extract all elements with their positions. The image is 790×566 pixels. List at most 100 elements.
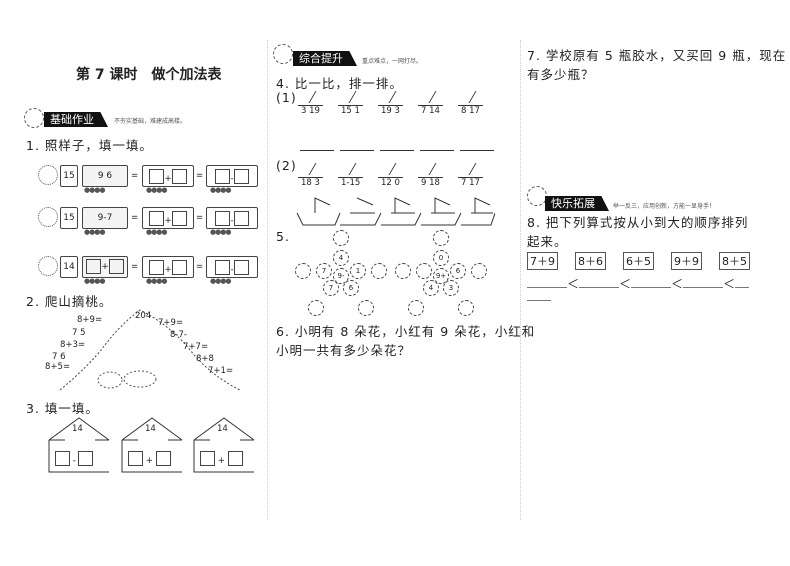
house-number: 14 (217, 424, 228, 434)
answer-blank[interactable] (683, 287, 724, 288)
answer-line[interactable] (420, 150, 454, 151)
answer-box[interactable] (149, 169, 165, 184)
engine-icon (38, 207, 58, 227)
answer-circle[interactable] (408, 300, 424, 316)
answer-blank[interactable] (527, 287, 567, 288)
mountain-illustration (59, 309, 240, 391)
question-7-line-2: 有多少瓶？ (527, 67, 595, 82)
engine-number: 15 (60, 165, 78, 187)
mascot-icon (24, 108, 44, 128)
part-2-label: (2) (276, 158, 297, 173)
answer-circle[interactable] (458, 300, 474, 316)
train-row: 15 9-7 = + = - ●●●●●●●●●●●● (36, 205, 266, 236)
climb-right-2: 8-7- (170, 330, 187, 340)
comparison-number-pair: 8 17 (458, 105, 483, 116)
answer-box[interactable] (155, 451, 171, 466)
number-circle: 4 (423, 280, 439, 296)
answer-blank[interactable] (631, 287, 672, 288)
peak-label: 204 (135, 311, 152, 321)
question-1: 1. 照样子，填一填。 (26, 138, 153, 153)
answer-box[interactable] (233, 169, 249, 184)
question-6-line-1: 6. 小明有 8 朵花，小红有 9 朵花，小红和 (276, 324, 536, 339)
comparison-number-pair: 1-15 (338, 177, 364, 188)
comparison-number-pair: 9 18 (418, 177, 443, 188)
answer-circle[interactable] (308, 300, 324, 316)
answer-circle[interactable] (471, 263, 487, 279)
equals: = (196, 213, 204, 223)
answer-box[interactable] (171, 169, 187, 184)
answer-circle[interactable] (395, 263, 411, 279)
section-motto: 举一反三，应用创新，方能一显身手！ (613, 203, 716, 210)
answer-line[interactable] (380, 150, 414, 151)
question-3: 3. 填一填。 (26, 401, 99, 416)
number-circle (416, 263, 432, 279)
answer-box[interactable] (215, 169, 231, 184)
section-header-basic: 基础作业 (44, 112, 108, 127)
equals: = (131, 262, 139, 272)
section-motto: 重点难点，一网打尽。 (362, 58, 423, 65)
question-8-line-1: 8. 把下列算式按从小到大的顺序排列 (527, 215, 749, 230)
question-5: 5. (276, 229, 290, 244)
page-title: 第 7 课时 做个加法表 (76, 67, 222, 83)
number-circle: 6 (450, 263, 466, 279)
column-divider (520, 40, 521, 520)
answer-circle[interactable] (295, 263, 311, 279)
equals: = (131, 213, 139, 223)
house-equation: + (128, 448, 171, 467)
answer-circle[interactable] (358, 300, 374, 316)
answer-line[interactable] (340, 150, 374, 151)
answer-box[interactable] (149, 211, 165, 226)
answer-box[interactable] (171, 211, 187, 226)
answer-box[interactable] (233, 211, 249, 226)
answer-box[interactable] (171, 260, 187, 275)
train-row: 15 9 6 = + = - ●●●●●●●●●●●● (36, 163, 266, 194)
answer-circle[interactable] (371, 263, 387, 279)
answer-box[interactable] (128, 451, 143, 466)
answer-box[interactable] (215, 260, 231, 275)
answer-line[interactable] (300, 150, 334, 151)
question-8-line-2: 起来。 (527, 234, 568, 249)
answer-blank[interactable] (579, 287, 620, 288)
number-circle: 4 (333, 250, 349, 266)
climb-right-4: 8+8 (196, 354, 214, 364)
answer-box[interactable] (55, 451, 70, 466)
expression-box: 6＋5 (623, 252, 654, 270)
answer-box[interactable] (233, 260, 249, 275)
answer-box[interactable] (149, 260, 165, 275)
equals: = (196, 171, 204, 181)
first-car: 9 6 (82, 165, 128, 187)
answer-box[interactable] (200, 451, 215, 466)
minus-car: - (206, 165, 258, 187)
number-house: 14 + (118, 416, 186, 474)
answer-line[interactable] (460, 150, 494, 151)
number-circle: 1 (350, 263, 366, 279)
answer-circle[interactable] (433, 230, 449, 246)
question-6-line-2: 小明一共有多少朵花？ (276, 343, 412, 358)
section-motto: 不夯实基础，难建成高楼。 (114, 118, 187, 125)
climb-right-5: 7+1= (208, 366, 234, 376)
answer-blank[interactable] (735, 287, 750, 288)
number-house: 14 + (190, 416, 258, 474)
number-circle: 6 (343, 280, 359, 296)
question-4: 4. 比一比，排一排。 (276, 76, 403, 91)
expression-box: 7＋9 (527, 252, 558, 270)
answer-blank[interactable] (527, 300, 551, 301)
number-circle: 0 (433, 250, 449, 266)
answer-box[interactable] (78, 451, 94, 466)
question-2: 2. 爬山摘桃。 (26, 294, 113, 309)
answer-box[interactable] (215, 211, 231, 226)
equals: = (131, 171, 139, 181)
climb-right-1: 7+9= (158, 318, 184, 328)
answer-circle[interactable] (333, 230, 349, 246)
first-car: 9-7 (82, 207, 128, 229)
section-header-comprehensive: 综合提升 (293, 51, 357, 66)
comparison-number-pair: 3 19 (298, 105, 323, 116)
plus-car: + (142, 165, 194, 187)
center-circle: 9+ (433, 268, 449, 284)
engine-number: 14 (60, 256, 78, 278)
answer-blanks: ＜＜＜＜ (527, 275, 750, 292)
section-header-extension: 快乐拓展 (545, 196, 609, 211)
answer-box[interactable] (227, 451, 243, 466)
